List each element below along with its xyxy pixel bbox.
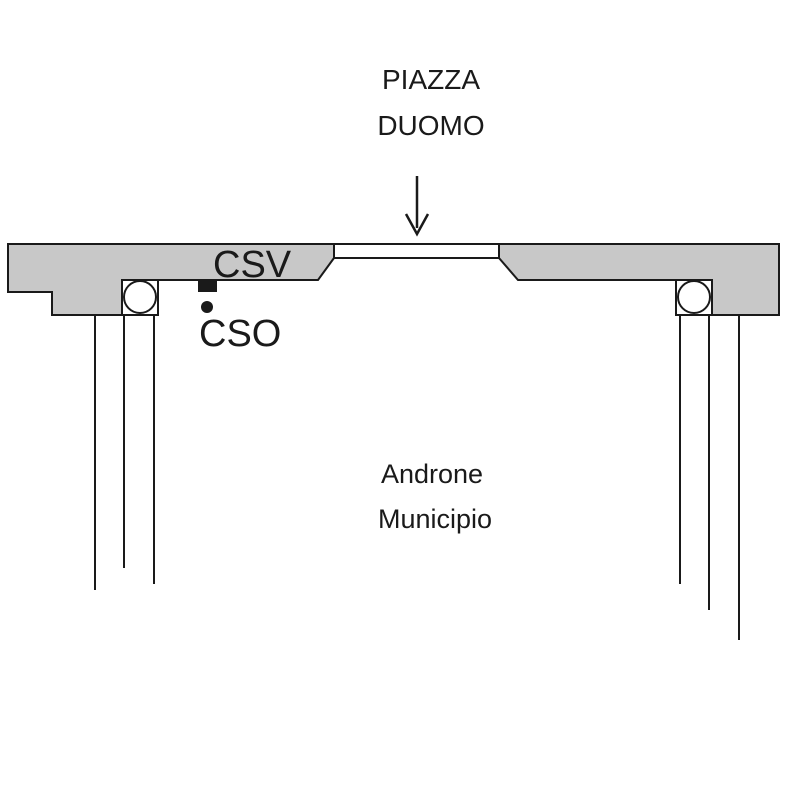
square-marker-icon — [198, 281, 217, 292]
right-wall — [498, 243, 780, 316]
arrow-down-icon — [404, 176, 430, 237]
label-duomo: DUOMO — [377, 110, 484, 141]
label-piazza: PIAZZA — [382, 64, 480, 95]
dot-marker-icon — [201, 301, 213, 313]
label-cso: CSO — [199, 313, 281, 355]
right-pivot-circle — [677, 280, 711, 314]
label-androne: Androne — [381, 459, 483, 489]
door-opening — [333, 243, 500, 259]
label-municipio: Municipio — [378, 504, 492, 534]
left-pivot-circle — [123, 280, 157, 314]
label-csv: CSV — [213, 244, 292, 286]
